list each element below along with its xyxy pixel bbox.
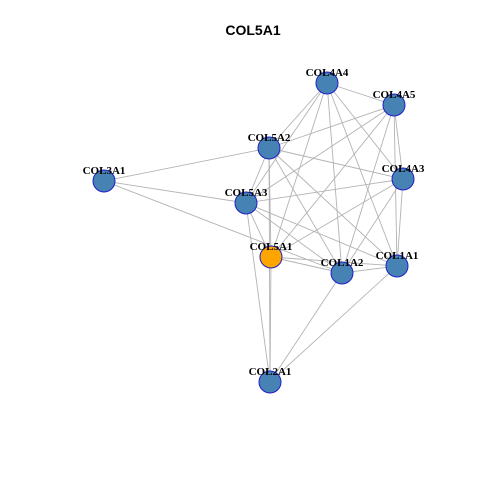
edge-col5a3-col1a1 xyxy=(245,202,398,267)
edge-col5a2-col4a3 xyxy=(268,147,404,180)
edge-col3a1-col1a2 xyxy=(103,180,343,274)
node-label-col4a5: COL4A5 xyxy=(373,89,416,101)
node-col5a1 xyxy=(259,245,283,269)
node-col1a2 xyxy=(330,261,354,285)
edge-col4a4-col5a3 xyxy=(245,82,328,204)
edge-col5a1-col1a2 xyxy=(270,256,343,274)
edge-col4a4-col1a1 xyxy=(326,82,398,267)
edge-col1a2-col2a1 xyxy=(269,272,343,383)
edge-col5a2-col1a1 xyxy=(268,147,398,267)
node-label-col1a1: COL1A1 xyxy=(376,250,419,262)
edge-col5a3-col2a1 xyxy=(245,202,271,383)
edge-col4a4-col5a2 xyxy=(268,82,328,149)
edge-col4a5-col5a1 xyxy=(270,104,395,258)
edge-col5a2-col1a2 xyxy=(268,147,343,274)
edge-col4a4-col4a3 xyxy=(326,82,404,180)
edge-col5a2-col3a1 xyxy=(103,147,270,182)
edge-col4a3-col5a1 xyxy=(270,178,404,258)
node-col2a1 xyxy=(258,370,282,394)
edge-col4a3-col5a3 xyxy=(245,178,404,204)
edge-col4a3-col1a1 xyxy=(396,178,404,267)
node-col1a1 xyxy=(385,254,409,278)
edge-col4a3-col1a2 xyxy=(341,178,404,274)
node-label-col1a2: COL1A2 xyxy=(321,257,364,269)
node-col4a3 xyxy=(391,167,415,191)
node-col4a4 xyxy=(315,71,339,95)
node-col4a5 xyxy=(382,93,406,117)
edge-col3a1-col5a3 xyxy=(103,180,247,204)
edge-col5a1-col2a1 xyxy=(269,256,272,383)
nodes-layer xyxy=(92,71,415,394)
node-col5a2 xyxy=(257,136,281,160)
edge-col4a5-col5a2 xyxy=(268,104,395,149)
node-col5a3 xyxy=(234,191,258,215)
diagram-title: COL5A1 xyxy=(225,22,280,38)
node-label-col3a1: COL3A1 xyxy=(83,165,126,177)
node-label-col4a4: COL4A4 xyxy=(306,67,349,79)
edge-col4a5-col4a3 xyxy=(393,104,404,180)
node-col3a1 xyxy=(92,169,116,193)
edge-col5a1-col1a1 xyxy=(270,256,398,267)
node-label-col4a3: COL4A3 xyxy=(382,163,425,175)
node-label-col5a1: COL5A1 xyxy=(250,241,293,253)
node-label-col2a1: COL2A1 xyxy=(249,366,292,378)
edge-col1a1-col2a1 xyxy=(269,265,398,383)
node-label-col5a2: COL5A2 xyxy=(248,132,291,144)
edge-col4a4-col4a5 xyxy=(326,82,395,106)
node-label-col5a3: COL5A3 xyxy=(225,187,268,199)
edge-col4a5-col1a2 xyxy=(341,104,395,274)
edge-col4a5-col5a3 xyxy=(245,104,395,204)
